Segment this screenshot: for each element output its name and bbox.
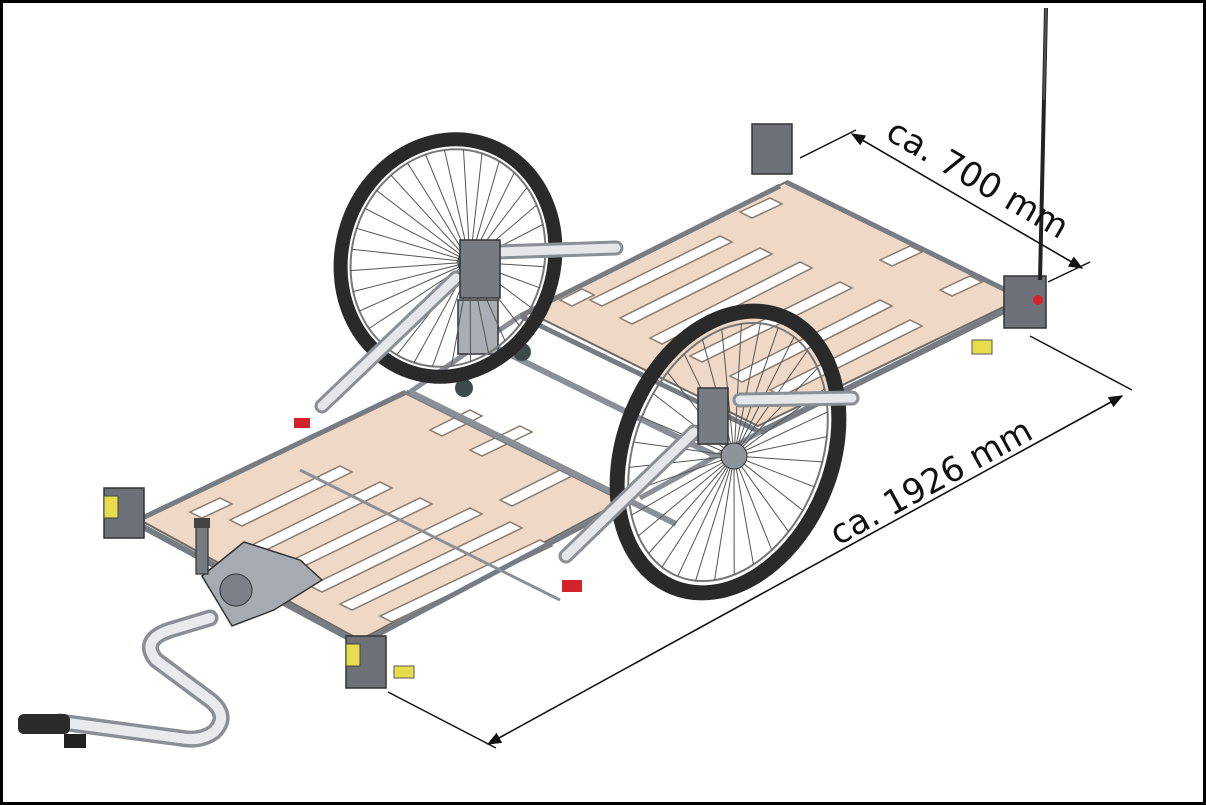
wheel-spoke [733,455,754,565]
corner-bracket-rear-left [751,123,793,175]
drawbar-handle-grip [18,714,70,734]
hitch-assembly [194,518,324,627]
axle-tube-left [314,239,624,414]
left-wheel [333,132,563,384]
front-deck [103,389,630,689]
wheel-spoke [364,208,471,263]
wheel-spoke [733,455,789,532]
reflector-red-right [562,580,582,592]
wheel-spoke [350,261,471,272]
dimension-length-label: ca. 1926 mm [823,411,1039,554]
wheel-spoke [353,261,471,292]
wheel-spoke [351,248,471,263]
wheel-spoke [356,227,471,263]
wheel-spoke [661,455,735,568]
wheel-spoke [359,261,471,312]
wheel-spoke [376,190,471,263]
reflector-red-left [294,418,310,428]
drawbar [18,609,230,748]
dimension-width-label: ca. 700 mm [880,111,1076,247]
reflector-yellow-front [393,665,415,679]
wheel-spoke [733,455,773,551]
wheel-spoke [390,174,471,263]
reflector-yellow-rear [971,339,993,355]
